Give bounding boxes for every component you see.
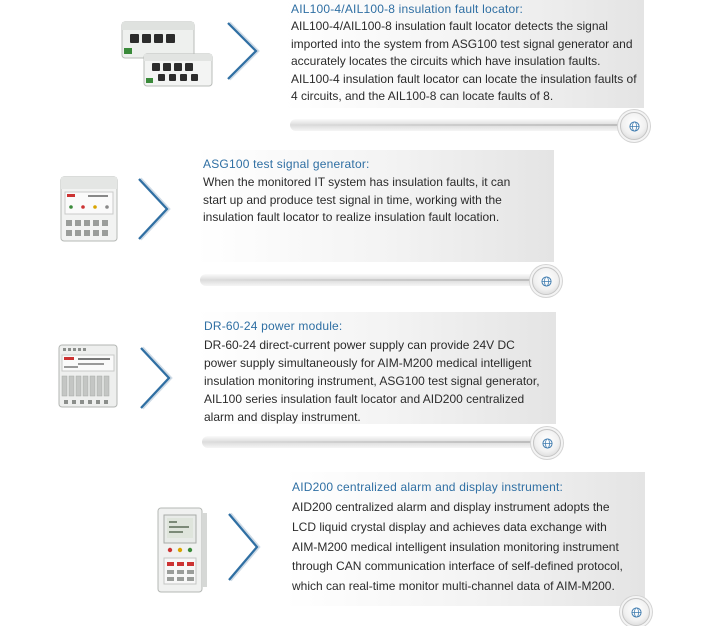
description-line: AIM-M200 medical intelligent insulation … [292, 539, 619, 554]
item-description: DR-60-24 direct-current power supply can… [204, 336, 540, 426]
item-title: AIL100-4/AIL100-8 insulation fault locat… [291, 2, 524, 16]
description-line: When the monitored IT system has insulat… [203, 175, 511, 189]
globe-button[interactable] [533, 429, 561, 457]
globe-icon [630, 606, 642, 618]
separator-bar [200, 274, 538, 286]
description-line: accurately locates the circuits which ha… [291, 54, 601, 69]
description-line: which can real-time monitor multi-channe… [292, 579, 615, 594]
description-line: imported into the system from ASG100 tes… [291, 36, 633, 51]
ail100-product-image [121, 21, 213, 87]
description-line: AIL100-4/AIL100-8 insulation fault locat… [291, 19, 608, 33]
description-line: 4 circuits, and the AIL100-8 can locate … [291, 89, 554, 104]
description-line: insulation monitoring instrument, ASG100… [204, 374, 540, 388]
description-line: AIL100 series insulation fault locator a… [204, 392, 525, 406]
description-line: AIL100-4 insulation fault locator can lo… [291, 71, 637, 86]
product-card-ail100 [284, 0, 644, 108]
globe-icon [540, 275, 552, 287]
item-title: AID200 centralized alarm and display ins… [292, 480, 564, 494]
dr6024-product-image [58, 344, 118, 408]
item-description: AID200 centralized alarm and display ins… [292, 498, 623, 597]
description-line: AID200 centralized alarm and display ins… [292, 500, 610, 514]
description-line: insulation fault locator to realize insu… [203, 210, 500, 225]
description-line: alarm and display instrument. [204, 410, 361, 424]
description-line: power supply simultaneously for AIM-M200… [204, 356, 532, 370]
product-card-asg100 [196, 150, 554, 262]
description-line: through CAN communication interface of s… [292, 559, 623, 574]
product-card-dr6024 [197, 312, 556, 424]
item-title: DR-60-24 power module: [204, 319, 343, 333]
separator-bar [290, 119, 630, 131]
chevron-right-icon [228, 512, 261, 582]
product-card-aid200 [285, 472, 645, 606]
chevron-right-icon [227, 21, 260, 81]
item-description: AIL100-4/AIL100-8 insulation fault locat… [291, 18, 637, 106]
item-description: When the monitored IT system has insulat… [203, 174, 510, 227]
description-line: DR-60-24 direct-current power supply can… [204, 338, 515, 352]
item-title: ASG100 test signal generator: [203, 157, 370, 171]
globe-icon [628, 120, 640, 132]
globe-button[interactable] [620, 112, 648, 140]
description-line: start up and produce test signal in time… [203, 192, 502, 207]
chevron-right-icon [138, 177, 171, 241]
globe-button[interactable] [622, 598, 650, 626]
globe-icon [541, 437, 553, 449]
aid200-product-image [157, 507, 207, 593]
asg100-product-image [60, 176, 118, 242]
chevron-right-icon [140, 346, 173, 410]
description-line: LCD liquid crystal display and achieves … [292, 519, 607, 534]
separator-bar [202, 436, 540, 448]
globe-button[interactable] [532, 267, 560, 295]
